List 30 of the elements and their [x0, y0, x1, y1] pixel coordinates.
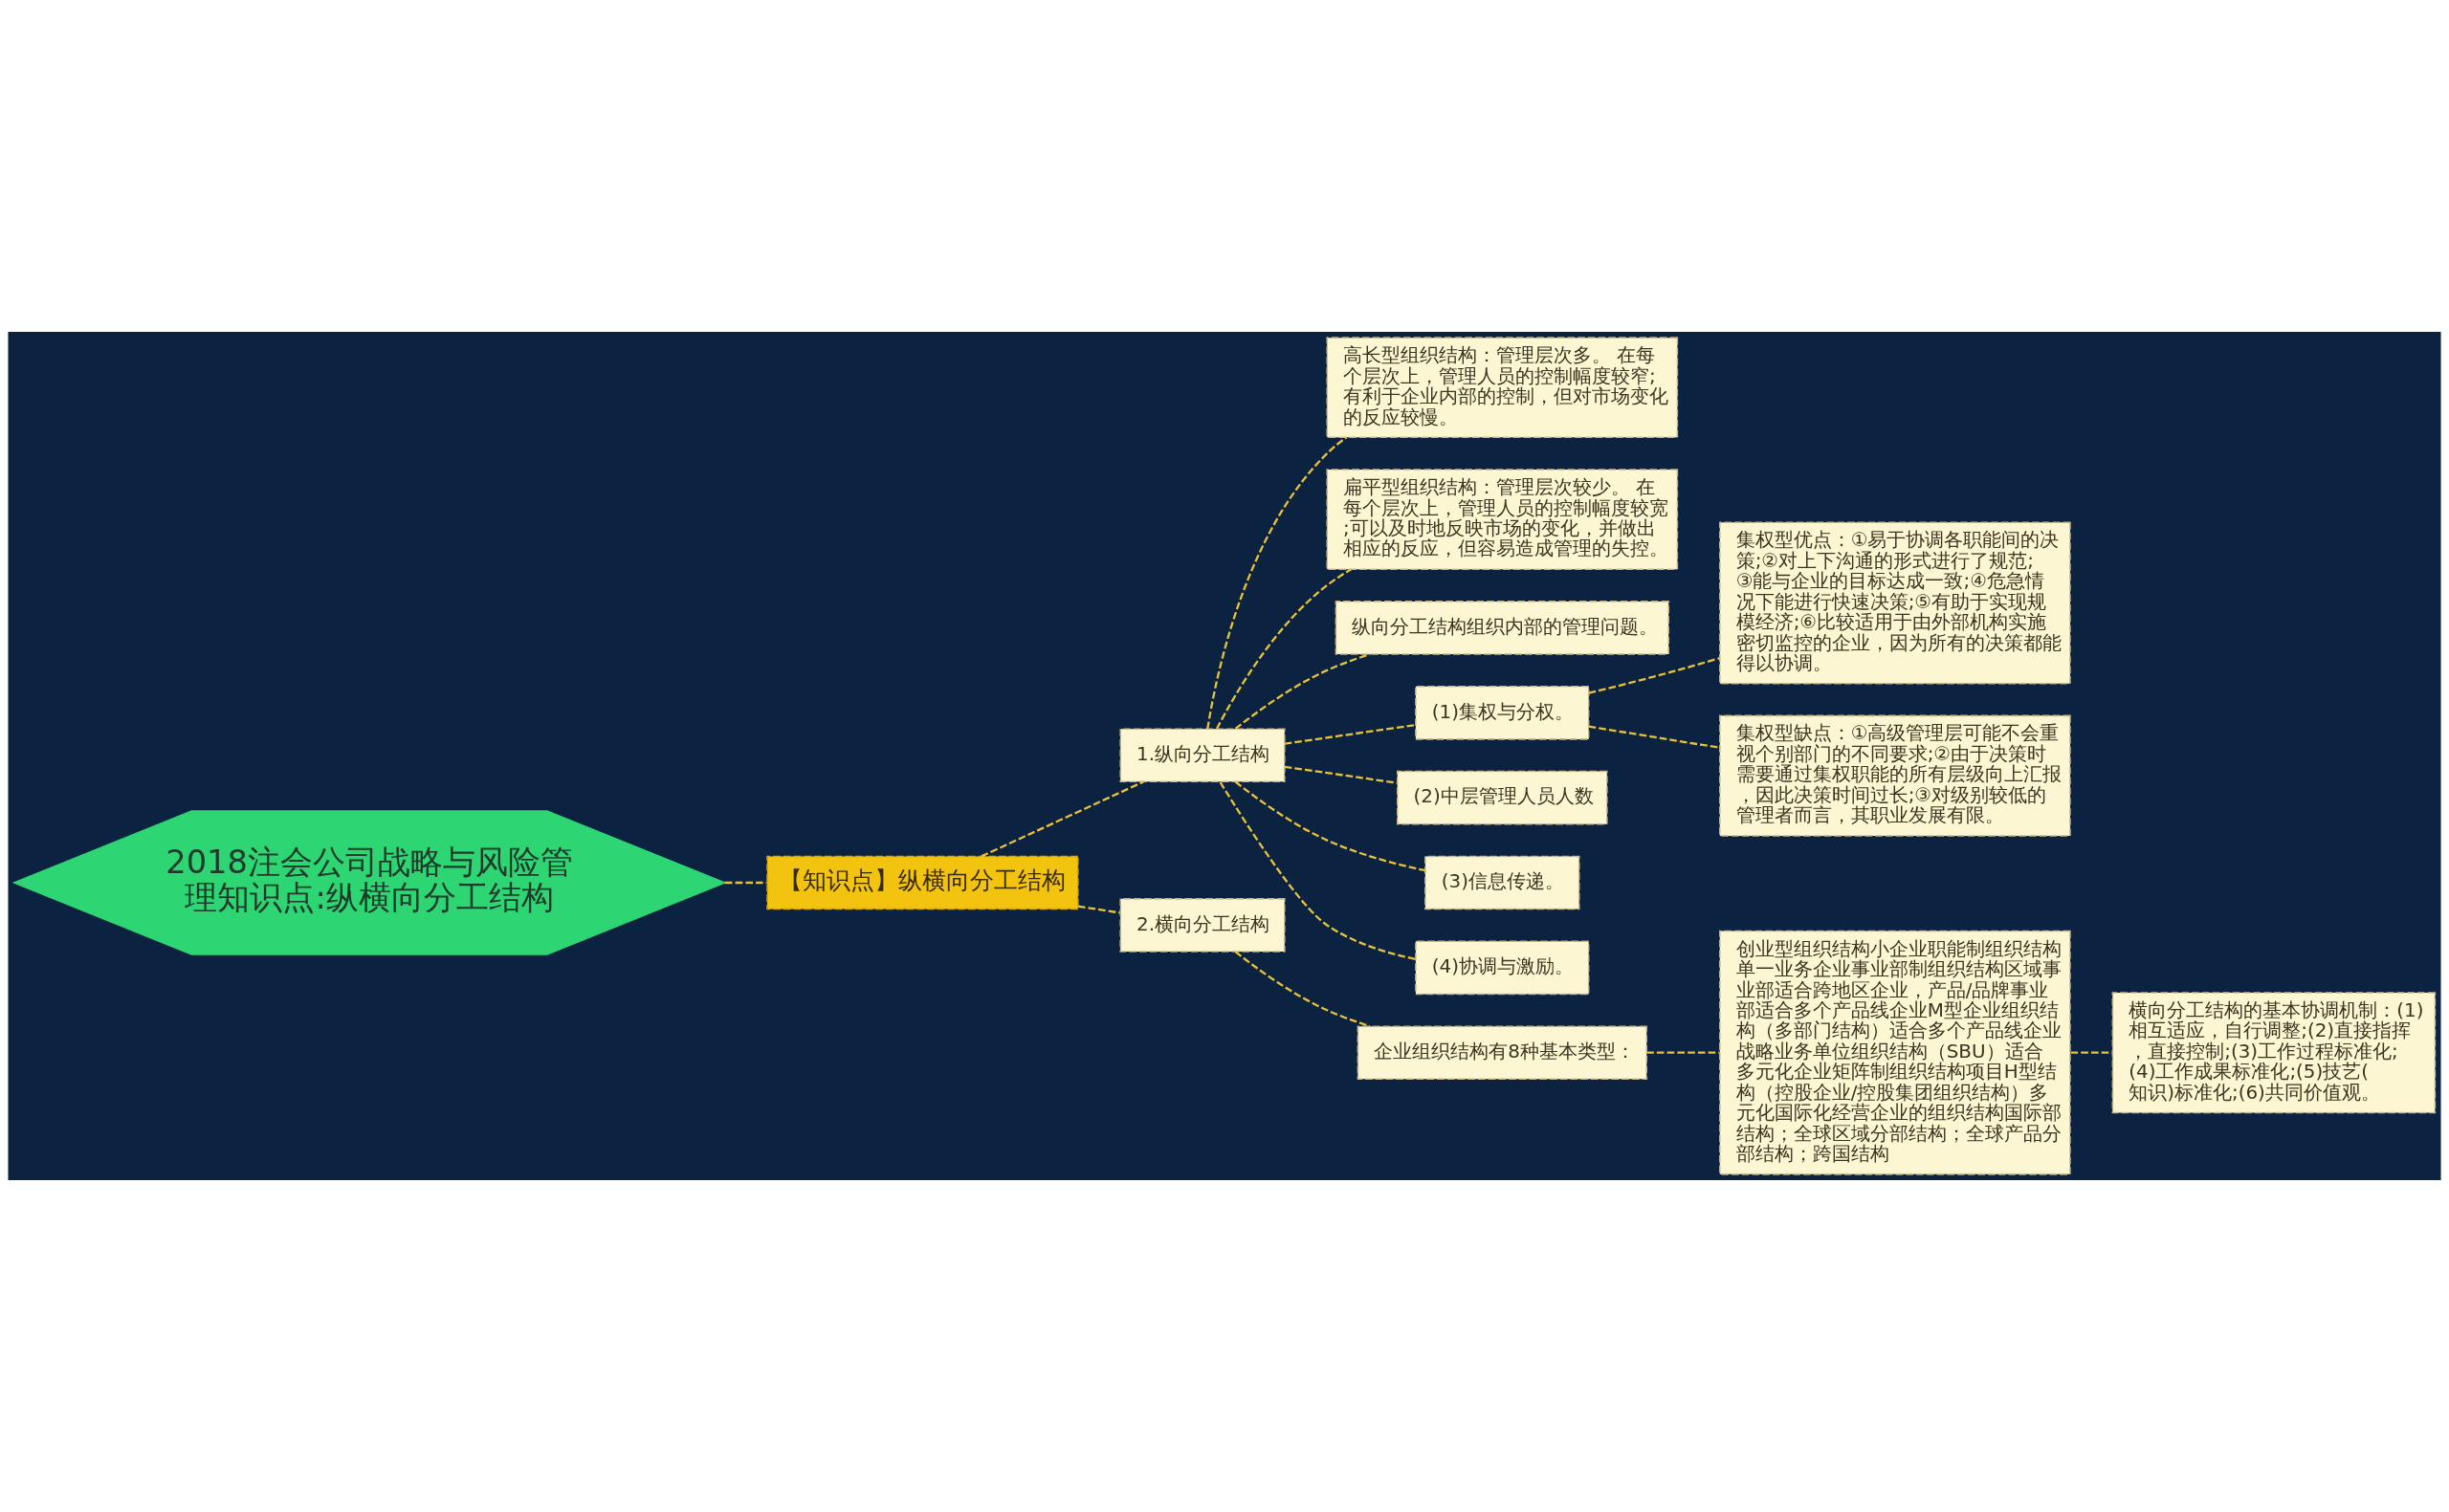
node-box: (2)中层管理人员人数: [1397, 770, 1608, 825]
node-box: 创业型组织结构小企业职能制组织结构单一业务企业事业部制组织结构区域事业部适合跨地区企业，产品/品牌事业部适合多个产品线企业M型企业组织结构（多部门结构）适合多个产品线企业战略业务单位组织结构（SBU）适合多元化企业矩阵制组织结构项目H型结构（控股企业/控股集团组织结构）多元化国际化经营企业的组织结构国际部结构；全球区域分部结构；全球产品分部结构；跨国结构: [1719, 930, 2071, 1175]
node-box: 企业组织结构有8种基本类型：: [1357, 1025, 1647, 1081]
connector: [2070, 1051, 2112, 1054]
connector: [1234, 653, 1371, 730]
node-box: 集权型优点：①易于协调各职能间的决策;②对上下沟通的形式进行了规范;③能与企业的目标达成一致;④危急情况下能进行快速决策;⑤有助于实现规模经济;⑥比较适用于由外部机构实施密切监控的企业，因为所有的决策都能得以协调。: [1719, 521, 2071, 685]
connector: [981, 780, 1145, 858]
connector: [1219, 781, 1416, 960]
node-box: 纵向分工结构组织内部的管理问题。: [1335, 601, 1669, 655]
connector: [1646, 1051, 1720, 1054]
node-box: (1)集权与分权。: [1415, 685, 1590, 740]
connector: [1588, 725, 1720, 749]
node-box: 横向分工结构的基本协调机制：(1)相互适应，自行调整;(2)直接指挥，直接控制;(3)工作过程标准化;(4)工作成果标准化;(5)技艺(知识)标准化;(6)共同价值观。: [2111, 992, 2437, 1114]
node-box: 高长型组织结构：管理层次多。 在每个层次上，管理人员的控制幅度较窄;有利于企业内部的控制，但对市场变化的反应较慢。: [1326, 337, 1679, 439]
connector: [1284, 723, 1416, 745]
connector: [724, 881, 767, 885]
node-box: 2.横向分工结构: [1119, 898, 1286, 953]
node-box: 1.纵向分工结构: [1119, 728, 1286, 783]
connector: [1234, 780, 1426, 872]
connector: [1284, 765, 1398, 784]
connector: [1077, 905, 1120, 914]
node-box: (3)信息传递。: [1424, 855, 1580, 910]
connector: [1588, 657, 1721, 694]
node-box: 【知识点】纵横向分工结构: [766, 855, 1079, 910]
connector: [1216, 568, 1353, 730]
connector: [1234, 951, 1371, 1028]
node-box: (4)协调与激励。: [1415, 940, 1590, 996]
connector: [1206, 436, 1348, 730]
node-box: 集权型缺点：①高级管理层可能不会重视个别部门的不同要求;②由于决策时需要通过集权职能的所有层级向上汇报，因此决策时间过长;③对级别较低的管理者而言，其职业发展有限。: [1719, 714, 2071, 837]
node-box: 扁平型组织结构：管理层次较少。 在每个层次上，管理人员的控制幅度较宽;可以及时地反映市场的变化，并做出相应的反应，但容易造成管理的失控。: [1326, 469, 1679, 570]
